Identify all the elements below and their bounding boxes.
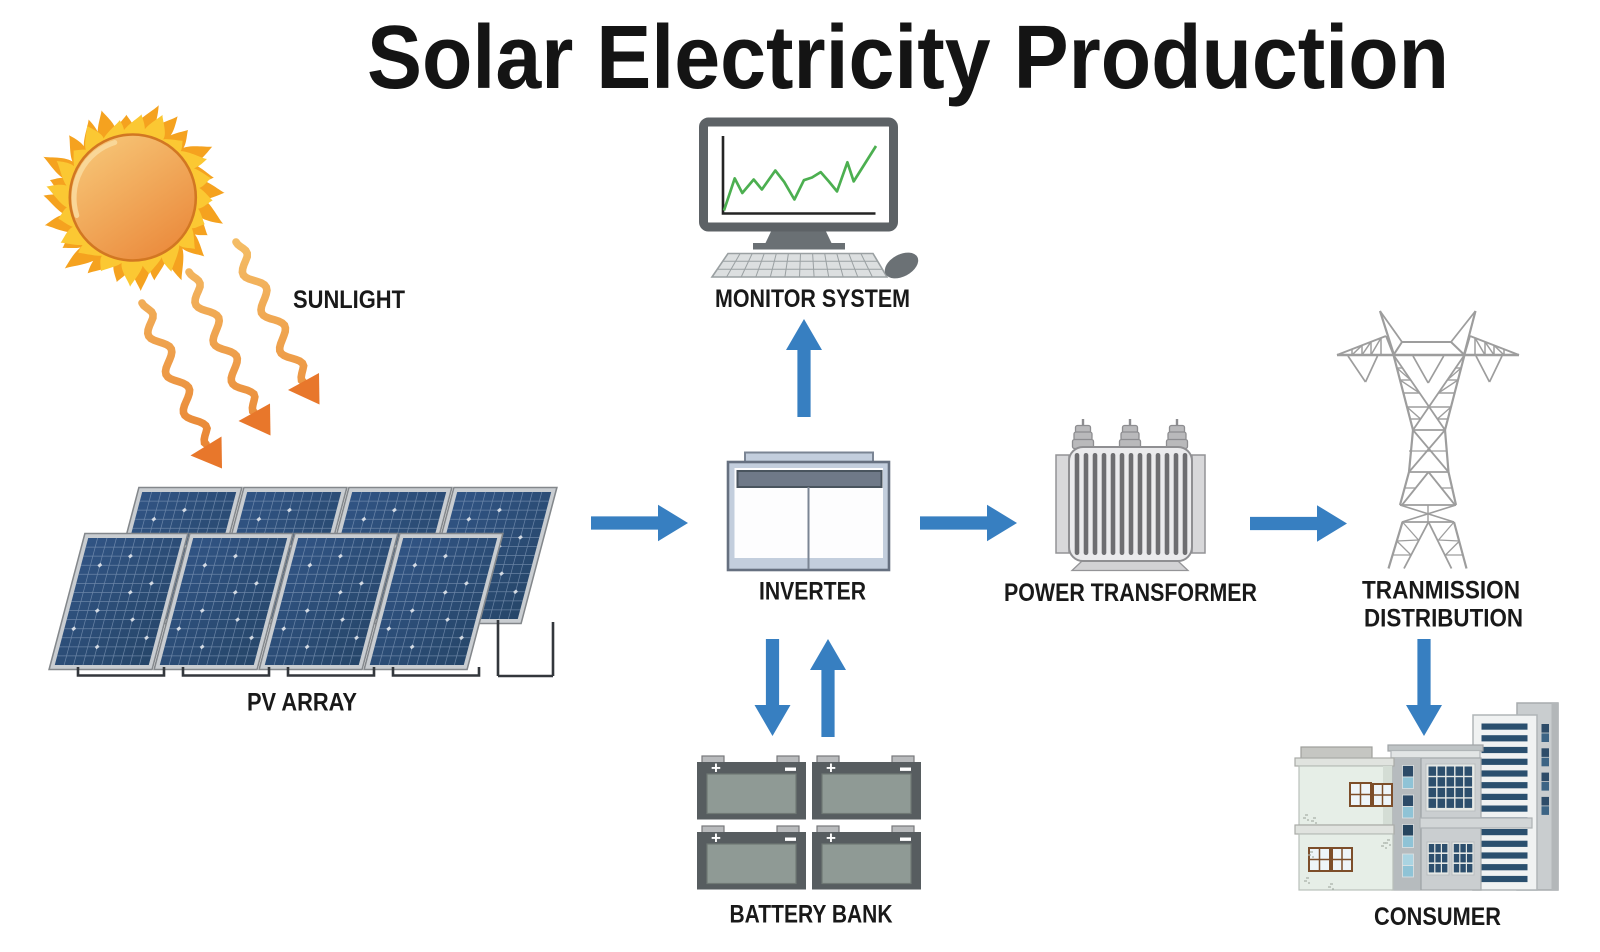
svg-text:+: +	[711, 759, 721, 778]
svg-text:BATTERY BANK: BATTERY BANK	[730, 901, 893, 929]
svg-text:CONSUMER: CONSUMER	[1374, 903, 1501, 931]
svg-text:POWER TRANSFORMER: POWER TRANSFORMER	[1004, 579, 1257, 607]
svg-text:INVERTER: INVERTER	[759, 578, 866, 606]
svg-text:TRANMISSION: TRANMISSION	[1362, 577, 1520, 605]
svg-text:+: +	[826, 759, 836, 778]
svg-text:+: +	[826, 829, 836, 848]
svg-text:SUNLIGHT: SUNLIGHT	[293, 286, 405, 314]
svg-text:+: +	[711, 829, 721, 848]
svg-text:DISTRIBUTION: DISTRIBUTION	[1364, 605, 1523, 633]
svg-text:MONITOR SYSTEM: MONITOR SYSTEM	[715, 285, 910, 313]
svg-text:PV ARRAY: PV ARRAY	[247, 689, 357, 717]
svg-text:Solar Electricity Production: Solar Electricity Production	[367, 8, 1449, 108]
